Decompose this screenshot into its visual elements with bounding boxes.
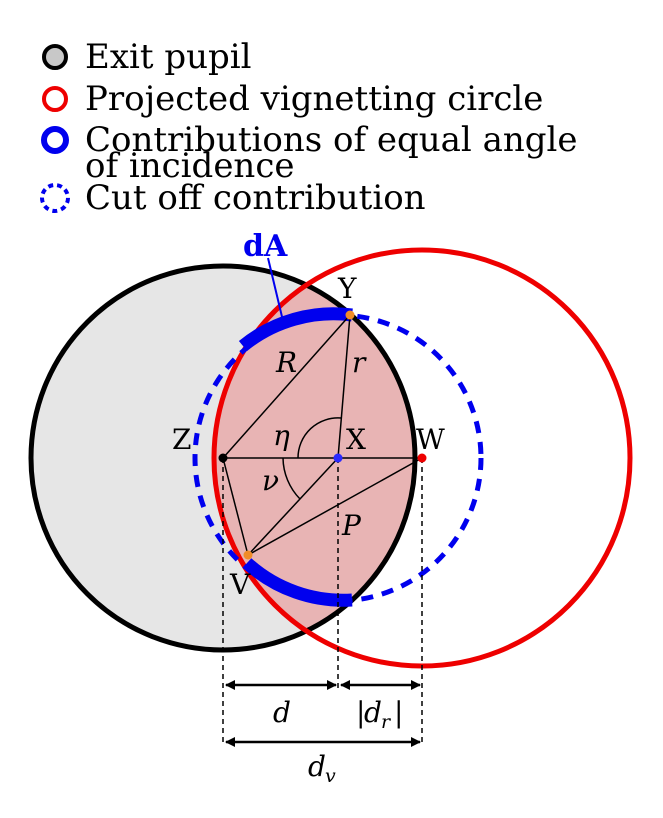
line-w-v xyxy=(247,457,423,556)
contribution-arc-top xyxy=(238,307,353,352)
legend-label-exit-pupil: Exit pupil xyxy=(85,37,252,77)
label-z: Z xyxy=(172,423,191,456)
label-v: V xyxy=(229,568,251,601)
legend-label-contributions-line2: of incidence xyxy=(85,146,295,186)
label-R: R xyxy=(275,346,297,379)
legend-item-exit-pupil: Exit pupil xyxy=(42,37,252,77)
point-y xyxy=(345,310,355,320)
geometry-lines xyxy=(222,314,423,556)
label-x: X xyxy=(346,423,366,456)
label-nu: ν xyxy=(262,464,279,497)
svg-text:d: d xyxy=(364,696,382,729)
da-pointer-line xyxy=(267,257,284,322)
legend: Exit pupil Projected vignetting circle C… xyxy=(40,37,578,218)
point-w xyxy=(417,453,427,463)
label-r: r xyxy=(352,346,367,379)
eta-angle-arc xyxy=(297,417,342,459)
svg-text:v: v xyxy=(325,765,336,787)
line-x-y xyxy=(337,314,351,459)
contribution-arc-bottom xyxy=(242,558,353,607)
intersection-region xyxy=(214,266,415,650)
label-eta: η xyxy=(273,419,290,452)
point-x xyxy=(333,453,343,463)
svg-text:|: | xyxy=(356,696,365,729)
exit-pupil-legend-marker xyxy=(42,44,68,70)
vignetting-circle-legend-marker xyxy=(42,86,68,112)
line-x-v xyxy=(247,457,339,556)
point-z xyxy=(218,453,228,463)
contributions-legend-marker xyxy=(41,126,69,154)
legend-item-vignetting-circle: Projected vignetting circle xyxy=(42,79,543,119)
legend-label-vignetting-circle: Projected vignetting circle xyxy=(85,79,543,119)
label-y: Y xyxy=(337,272,357,305)
dimension-guides xyxy=(222,458,423,745)
legend-label-cut-off: Cut off contribution xyxy=(85,178,426,218)
svg-text:|: | xyxy=(394,696,403,729)
nu-angle-arc xyxy=(282,457,301,500)
point-v xyxy=(243,550,253,560)
line-z-v xyxy=(222,457,249,556)
legend-label-contributions: Contributions of equal angle xyxy=(85,120,578,160)
legend-item-cut-off: Cut off contribution xyxy=(40,178,426,218)
label-dA: dA xyxy=(243,229,288,264)
label-w: W xyxy=(416,423,445,456)
label-dv: d v xyxy=(308,750,336,787)
dimension-arrows xyxy=(225,680,421,747)
cut-off-legend-marker xyxy=(40,183,70,213)
svg-text:r: r xyxy=(381,711,392,733)
label-P: P xyxy=(341,509,362,542)
legend-item-contributions: Contributions of equal angle of incidenc… xyxy=(41,120,578,186)
svg-text:d: d xyxy=(308,750,326,783)
label-d: d xyxy=(273,696,291,729)
line-z-y xyxy=(222,314,351,459)
label-dr: | d r | xyxy=(356,696,403,733)
